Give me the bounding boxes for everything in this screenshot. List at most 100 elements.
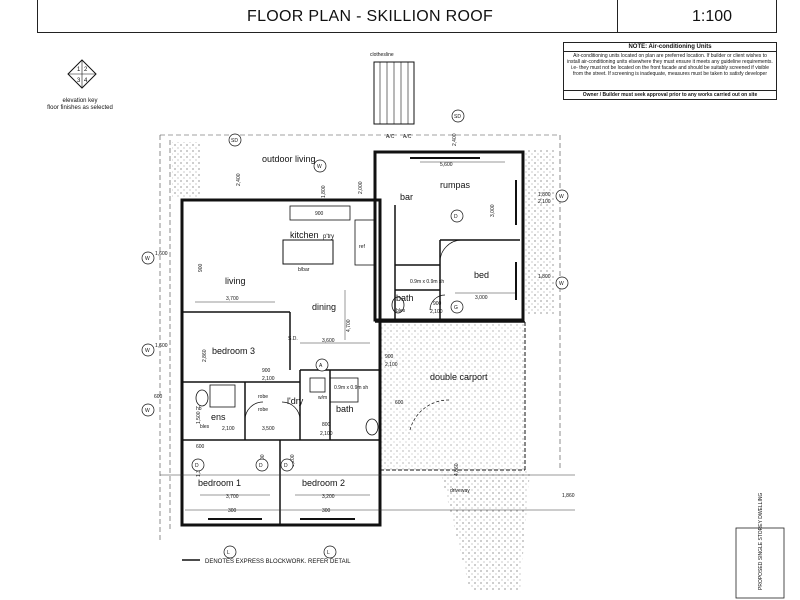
ekey-digit-4: 4: [84, 78, 88, 84]
tag-d-bed2: D: [284, 463, 288, 469]
tag-d-bed1: D: [195, 463, 199, 469]
dim-5600-rumpus: 5,600: [440, 162, 453, 168]
ac-unit-1: A/C: [386, 134, 395, 140]
dim-300-bed1: 300: [228, 508, 237, 514]
shower-label-1: 0.9m x 0.9m sh: [410, 279, 444, 285]
robe-label-2: robe: [258, 407, 268, 413]
door-swings: [244, 239, 463, 431]
dim-1860: 1,860: [562, 493, 575, 499]
dim-300-bed2: 300: [322, 508, 331, 514]
room-bar: bar: [400, 192, 413, 202]
tag-circles: [141, 109, 569, 559]
page-title: FLOOR PLAN - SKILLION ROOF: [247, 8, 494, 25]
room-bedroom3: bedroom 3: [212, 346, 255, 356]
dim-600-ens: 600: [154, 394, 163, 400]
tag-sd-outdoor: SD: [231, 138, 238, 144]
ekey-digit-1: 1: [77, 67, 81, 73]
tag-w-ens: W: [145, 408, 150, 414]
room-bench: b/bar: [298, 267, 310, 273]
room-living: living: [225, 276, 246, 286]
tag-w-living: W: [145, 256, 150, 262]
fridge-label: ref: [359, 244, 365, 250]
room-bedroom1: bedroom 1: [198, 478, 241, 488]
dim-1800-bed: 1,800: [538, 274, 551, 280]
elevation-key: elevation key floor finishes as selected: [40, 98, 120, 112]
elevation-key-symbol: 1 2 3 4: [67, 59, 97, 89]
room-bedroom2: bedroom 2: [302, 478, 345, 488]
dim-1600-living: 1,600: [155, 251, 168, 257]
dim-2100-bed: 2,100: [430, 309, 443, 315]
dim-3000-bed: 3,000: [475, 295, 488, 301]
dim-600-bath: 600: [395, 400, 404, 406]
tag-w-outdoor: W: [317, 164, 322, 170]
room-kitchen: kitchen: [290, 230, 319, 240]
driveway-label: driveway: [450, 488, 470, 494]
dim-4860-carport: 4,860: [454, 463, 460, 476]
dim-1800-outdoor: 1,800: [321, 185, 327, 198]
dim-2800-bed3: 2,860: [202, 349, 208, 362]
stipple-driveway: [440, 470, 530, 590]
kitchen-bench: [289, 205, 351, 221]
exterior-walls: [180, 150, 526, 527]
room-dining: dining: [312, 302, 336, 312]
windows: [181, 157, 517, 520]
side-title-strip: [735, 527, 785, 599]
dim-1200-bed2: 1,200: [290, 454, 296, 467]
dim-900-living: 900: [198, 263, 204, 272]
room-pantry: p'try: [323, 234, 334, 240]
blockwork-footnote: DENOTES EXPRESS BLOCKWORK. REFER DETAIL: [205, 559, 351, 565]
dim-2160-rumpus: 2,100: [538, 199, 551, 205]
dim-900-bed: 900: [433, 301, 442, 307]
dim-900-bed3: 900: [262, 368, 271, 374]
dim-2000-outdoor: 2,000: [358, 181, 364, 194]
site-boundary: [159, 134, 561, 540]
tag-d-rumpus: D: [454, 214, 458, 220]
dim-900-carport: 900: [385, 354, 394, 360]
stipple-side: [524, 150, 554, 315]
elevation-key-label: elevation key: [62, 98, 98, 104]
dim-3600-dining: 3,600: [322, 338, 335, 344]
dim-2100-ens: 2,100: [222, 426, 235, 432]
tag-a-laundry: A: [319, 363, 323, 369]
tag-w-rumpus: W: [559, 194, 564, 200]
shower-label-2: 0.9m x 0.9m sh: [334, 385, 368, 391]
kitchen-island: [282, 239, 334, 265]
dim-600-bed1: 600: [196, 444, 205, 450]
dimension-lines: [160, 161, 575, 511]
bles-label-1: bles: [396, 308, 406, 314]
dim-2100-carport: 2,100: [385, 362, 398, 368]
dim-2100-bed3: 2,100: [262, 376, 275, 382]
dim-3200-bed2: 3,200: [322, 494, 335, 500]
dim-4700-dining: 4,700: [346, 319, 352, 332]
dim-1500-ens: 1,500: [196, 411, 202, 424]
dim-1800-rumpus: 1,800: [538, 192, 551, 198]
room-double-carport: double carport: [430, 372, 488, 382]
dim-3000-rumpus: 3,000: [490, 204, 496, 217]
interior-walls: [182, 205, 520, 525]
dim-3700-living: 3,700: [226, 296, 239, 302]
stipple-outdoor: [172, 142, 200, 198]
fridge-space: [354, 219, 376, 266]
ac-unit-2: A/C: [403, 134, 412, 140]
toilet-bath2: [365, 418, 379, 436]
ac-note-body: Air-conditioning units located on plan a…: [567, 53, 773, 77]
dim-800-bath: 800: [322, 422, 331, 428]
dim-900-bench: 900: [315, 211, 324, 217]
robe-label-1: robe: [258, 394, 268, 400]
clothesline-label: clothesline: [370, 52, 394, 58]
smoke-detector: S.D.: [288, 336, 298, 342]
room-bath: bath: [336, 404, 354, 414]
shower-ens: [209, 384, 236, 408]
hand-basin: hb: [196, 406, 202, 412]
tag-w-bed: W: [559, 281, 564, 287]
dim-2400-outdoor: 2,400: [236, 173, 242, 186]
tag-d-robe: D: [259, 463, 263, 469]
room-laundry: l'dry: [287, 396, 304, 406]
room-bath-upper: bath: [396, 293, 414, 303]
dim-3700-bed1: 3,700: [226, 494, 239, 500]
laundry-tub: [309, 377, 326, 393]
dim-2100-bath: 2,100: [320, 431, 333, 437]
ac-note-footer: Owner / Builder must seek approval prior…: [564, 90, 776, 99]
ac-note-box: NOTE: Air-conditioning Units Air-conditi…: [563, 42, 777, 100]
